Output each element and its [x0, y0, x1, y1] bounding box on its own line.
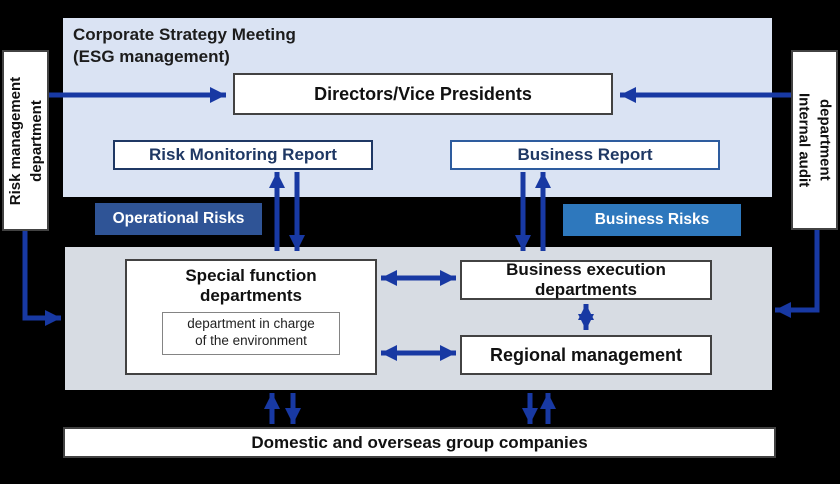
special-function-departments-label: Special function departments: [185, 266, 317, 306]
business-risks-label: Business Risks: [594, 211, 710, 228]
business-execution-departments-box: Business execution departments: [460, 260, 712, 300]
arrow-risk-mgmt-to-exec-panel: [22, 231, 61, 327]
business-report-box: Business Report: [450, 140, 720, 170]
group-companies-label: Domestic and overseas group companies: [251, 432, 588, 452]
special-function-departments-box: Special function departments department …: [125, 259, 377, 375]
operational-risks-label: Operational Risks: [112, 210, 245, 227]
arrow-internal-audit-to-exec-panel: [775, 230, 820, 319]
risk-management-department-label: Risk management department: [6, 76, 45, 205]
regional-management-label: Regional management: [489, 344, 683, 365]
directors-box: Directors/Vice Presidents: [233, 73, 613, 115]
corporate-strategy-title: Corporate Strategy Meeting (ESG manageme…: [73, 25, 296, 67]
internal-audit-department-box: Internal audit department: [791, 50, 838, 230]
risk-monitoring-report-box: Risk Monitoring Report: [113, 140, 373, 170]
regional-management-box: Regional management: [460, 335, 712, 375]
operational-risks-badge: Operational Risks: [95, 203, 262, 235]
business-risks-badge: Business Risks: [563, 204, 741, 236]
group-companies-bar: Domestic and overseas group companies: [63, 427, 776, 458]
business-execution-departments-label: Business execution departments: [506, 260, 666, 299]
business-report-label: Business Report: [517, 145, 653, 164]
environment-department-box: department in charge of the environment: [162, 311, 340, 355]
directors-label: Directors/Vice Presidents: [314, 83, 532, 104]
risk-monitoring-report-label: Risk Monitoring Report: [149, 145, 337, 164]
internal-audit-department-label: Internal audit department: [795, 92, 834, 188]
risk-management-department-box: Risk management department: [2, 50, 49, 231]
